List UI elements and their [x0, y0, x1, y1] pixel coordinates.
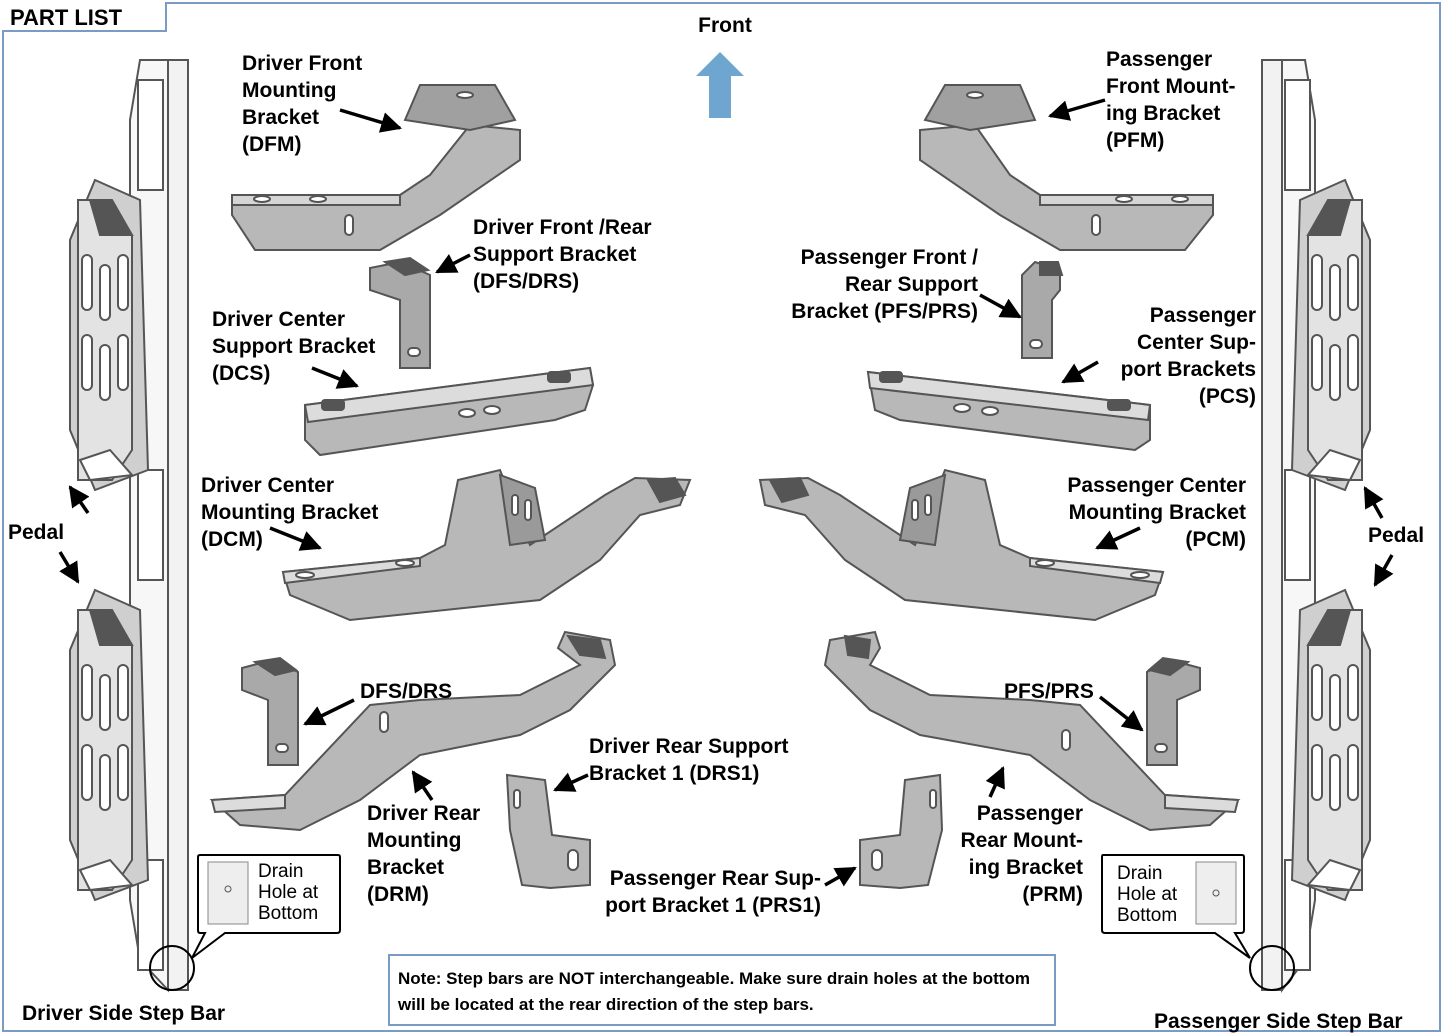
passenger-drain-circle: [1249, 945, 1295, 991]
driver-step-bar: [69, 59, 189, 993]
arrow-drs1: [553, 772, 589, 792]
drs1-bracket: [505, 773, 591, 890]
arrow-pfs2: [1098, 695, 1144, 732]
label-pfs: Passenger Front / Rear Support Bracket (…: [791, 246, 978, 323]
driver-drain-callout-bubble: [191, 854, 341, 959]
driver-pedal-upper: [69, 178, 150, 492]
arrow-pcm: [1095, 526, 1141, 550]
label-pedal-passenger: Pedal: [1368, 524, 1425, 547]
passenger-pedal-lower: [1290, 588, 1371, 902]
arrow-dfs2: [303, 698, 355, 726]
passenger-drain-callout-text: Drain Hole at Bottom: [1117, 863, 1178, 926]
dfs-bracket: [369, 256, 431, 369]
label-drm: Driver Rear Mounting Bracket (DRM): [367, 802, 481, 906]
arrow-pfs: [979, 293, 1022, 319]
arrow-pedal-pass-down: [1373, 554, 1394, 587]
front-arrow-icon: [696, 52, 744, 118]
label-prm: Passenger Rear Mount- ing Bracket (PRM): [960, 802, 1084, 906]
prm-bracket: [823, 630, 1241, 832]
label-pcs: Passenger Center Sup- port Brackets (PCS…: [1120, 304, 1256, 408]
drm-bracket: [209, 630, 617, 832]
driver-pedal-lower: [69, 588, 150, 902]
label-dcm: Driver Center Mounting Bracket (DCM): [201, 474, 379, 551]
part-list-title: PART LIST: [2, 2, 167, 32]
passenger-drain-callout-bubble: [1101, 854, 1251, 959]
label-passenger-bar: Passenger Side Step Bar: [1154, 1010, 1403, 1033]
pcs-bracket: [866, 370, 1152, 452]
dcs-bracket: [303, 366, 595, 457]
arrow-dcm: [269, 526, 322, 551]
label-driver-bar: Driver Side Step Bar: [22, 1002, 226, 1025]
driver-drain-callout-text: Drain Hole at Bottom: [258, 861, 319, 924]
pfs2-bracket: [1146, 656, 1201, 766]
arrow-dcs: [311, 366, 359, 389]
driver-drain-circle: [149, 945, 195, 991]
label-pedal-driver: Pedal: [8, 521, 65, 544]
pfm-bracket: [919, 84, 1214, 251]
front-label: Front: [698, 14, 752, 37]
arrow-pedal-driver-down: [58, 551, 80, 584]
label-dfm: Driver Front Mounting Bracket (DFM): [242, 52, 363, 156]
passenger-pedal-upper: [1290, 178, 1371, 492]
label-dfs: Driver Front /Rear Support Bracket (DFS/…: [473, 216, 652, 293]
label-dcs: Driver Center Support Bracket (DCS): [212, 308, 376, 385]
arrow-pfm: [1047, 98, 1106, 121]
dcm-bracket: [281, 468, 692, 622]
prs1-bracket: [859, 773, 944, 890]
arrow-dfs: [435, 253, 471, 274]
arrow-pedal-driver-up: [68, 485, 90, 514]
label-prs1: Passenger Rear Sup- port Bracket 1 (PRS1…: [605, 867, 821, 917]
arrow-drm: [411, 770, 434, 801]
label-pfm: Passenger Front Mount- ing Bracket (PFM): [1106, 48, 1236, 152]
arrow-pcs: [1061, 360, 1099, 384]
arrow-prs1: [824, 866, 857, 887]
pcm-bracket: [758, 468, 1165, 622]
arrow-pedal-pass-up: [1363, 486, 1384, 519]
passenger-step-bar: [1261, 59, 1371, 993]
arrow-prm: [985, 766, 1005, 798]
label-drs1: Driver Rear Support Bracket 1 (DRS1): [589, 735, 789, 785]
label-pcm: Passenger Center Mounting Bracket (PCM): [1067, 474, 1246, 551]
note-box: Note: Step bars are NOT interchangeable.…: [388, 954, 1056, 1026]
label-pfs2: PFS/PRS: [1004, 680, 1094, 703]
pfs-bracket: [1021, 260, 1064, 359]
label-dfs2: DFS/DRS: [360, 680, 453, 703]
arrow-dfm: [339, 108, 403, 133]
dfm-bracket: [231, 84, 521, 251]
dfs2-bracket: [241, 656, 299, 766]
